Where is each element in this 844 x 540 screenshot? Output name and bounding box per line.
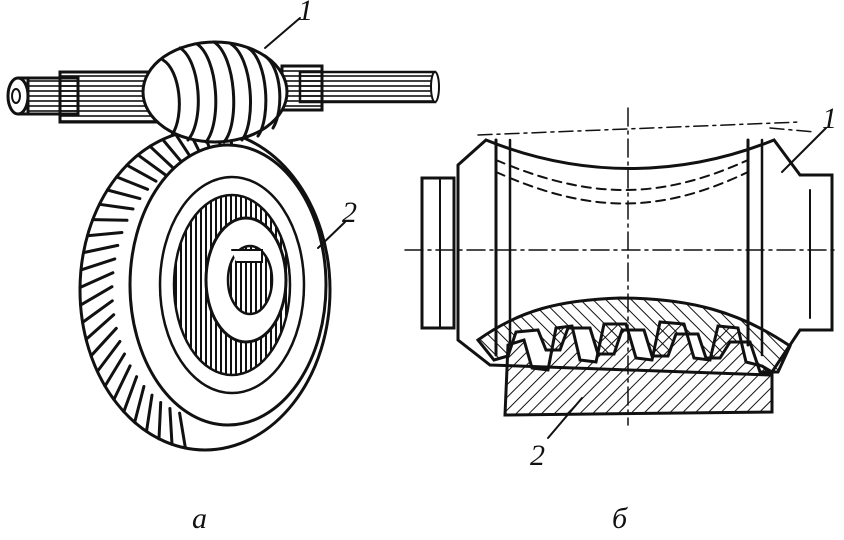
wheel-tooth (89, 326, 118, 358)
worm-threads (161, 40, 282, 144)
wheel-tooth (168, 407, 174, 446)
panel-a-label-wheel: 2 (342, 196, 357, 229)
wheel-tooth (125, 163, 158, 183)
panel-b-label-wheel: 2 (530, 439, 545, 472)
panel-b-caption: б (612, 502, 628, 535)
wheel-tooth (98, 202, 135, 211)
wheel-tooth (84, 313, 116, 341)
wheel-tooth (122, 375, 139, 414)
wheel-tooth (95, 340, 122, 373)
worm-shaft (6, 40, 440, 144)
left-flange (420, 176, 456, 330)
wheel-tooth (178, 411, 187, 450)
wheel-tooth (85, 231, 124, 238)
panel-a-drawing (6, 17, 440, 452)
worm-wheel (78, 128, 332, 452)
wheel-tooth (79, 257, 117, 272)
wheel-tooth (133, 385, 146, 424)
wheel-tooth (148, 144, 176, 171)
panel-b-drawing (404, 107, 839, 439)
wheel-tooth (136, 153, 167, 176)
panel-a-caption: а (192, 502, 207, 535)
wheel-tooth (82, 243, 120, 255)
wheel-tooth (79, 285, 114, 307)
panel-a-label-worm: 1 (298, 0, 313, 27)
wheel-section (503, 320, 774, 417)
wheel-tooth (157, 401, 163, 441)
wheel-tooth (78, 271, 115, 289)
wheel-tooth (91, 218, 129, 222)
wheel-tooth (103, 352, 126, 388)
wheel-tooth (145, 393, 154, 433)
wheel-tooth (115, 175, 150, 191)
wheel-tooth (81, 299, 114, 324)
wheel-tooth (105, 188, 142, 201)
wheel-tooth (112, 364, 132, 401)
panel-b-label-worm: 1 (822, 102, 837, 135)
